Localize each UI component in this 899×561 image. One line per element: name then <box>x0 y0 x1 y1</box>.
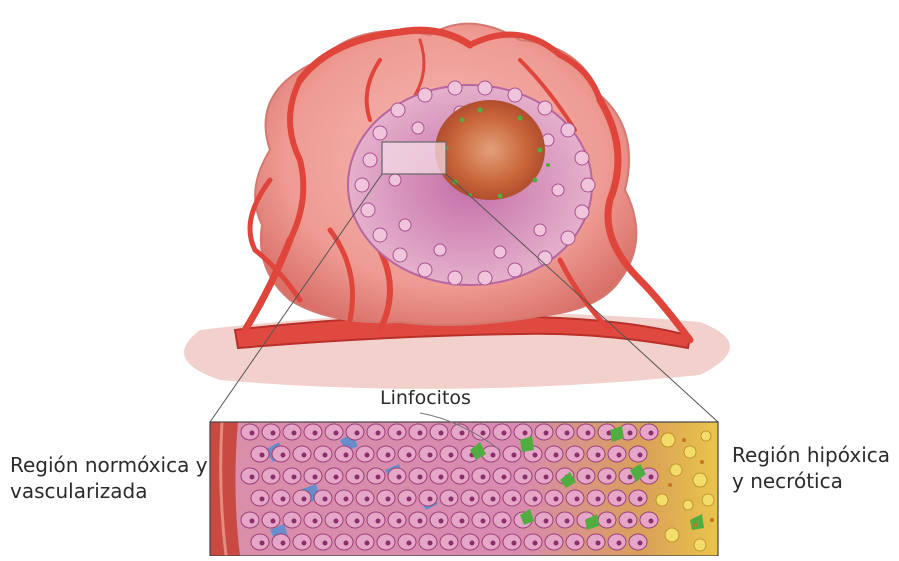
zoom-region-box <box>382 142 446 174</box>
label-lymphocytes: Linfocitos <box>380 385 471 411</box>
necrotic-core <box>435 100 545 200</box>
zoomed-tissue-panel <box>210 422 718 556</box>
label-hypoxic-region: Región hipóxica y necrótica <box>732 442 899 494</box>
label-normoxic-region: Región normóxica y vascularizada <box>10 452 215 504</box>
